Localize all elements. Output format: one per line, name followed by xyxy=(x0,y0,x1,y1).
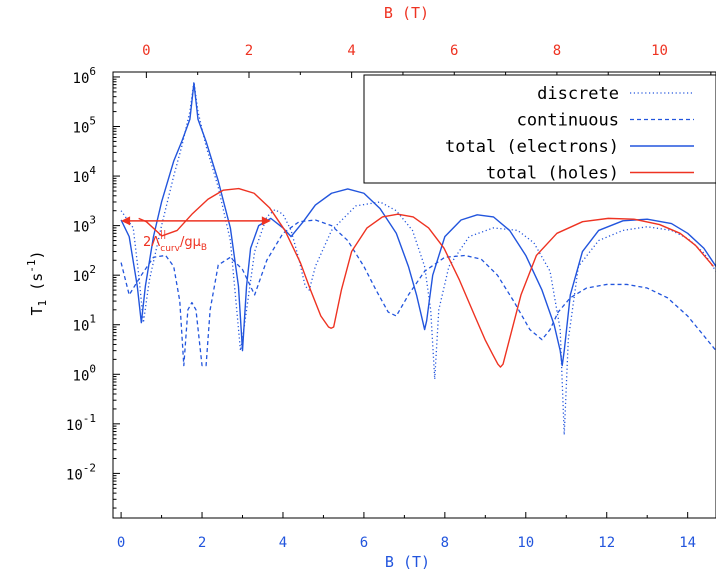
legend-entry-label-3: total (holes) xyxy=(486,164,619,184)
x2-tick-label-4: 8 xyxy=(553,43,561,59)
x-tick-label-1: 2 xyxy=(198,535,206,551)
annotation-arrowhead-left xyxy=(121,216,131,226)
y-axis-label: T1 (s-1) xyxy=(25,250,49,315)
legend-entry-label-1: continuous xyxy=(517,111,619,131)
legend: discrete continuous total (electrons) total… xyxy=(363,74,716,184)
plot-area xyxy=(120,81,716,436)
series-line-2 xyxy=(120,82,716,367)
axes: 0 2 4 6 8 10 12 14 B (T) 0 2 4 6 8 10 B (T) 10-2 10-1 100 1… xyxy=(25,4,716,571)
y-tick-label-6: 104 xyxy=(73,164,97,186)
y-tick-label-5: 103 xyxy=(73,214,96,236)
annotation: 2Λ||curv/gμB xyxy=(121,216,271,254)
x2-tick-label-3: 6 xyxy=(450,43,458,59)
x-axis-label: B (T) xyxy=(385,553,430,571)
legend-entry-label-0: discrete xyxy=(537,84,619,104)
x-tick-label-7: 14 xyxy=(679,535,696,551)
x-tick-label-6: 12 xyxy=(598,535,615,551)
y-tick-label-7: 105 xyxy=(73,115,96,137)
x-tick-label-5: 10 xyxy=(517,535,534,551)
x-tick-label-0: 0 xyxy=(117,535,125,551)
x2-tick-label-5: 10 xyxy=(651,43,668,59)
annotation-arrowhead-right xyxy=(261,216,271,226)
y-tick-label-4: 102 xyxy=(73,263,96,285)
x-tick-label-4: 8 xyxy=(441,535,449,551)
x-tick-label-3: 6 xyxy=(360,535,368,551)
x2-tick-label-0: 0 xyxy=(142,43,150,59)
y-tick-label-8: 106 xyxy=(73,65,96,87)
legend-entry-label-2: total (electrons) xyxy=(445,137,619,157)
y-tick-label-2: 100 xyxy=(73,362,96,384)
annotation-label: 2Λ||curv/gμB xyxy=(143,230,207,254)
y-tick-label-3: 101 xyxy=(73,313,96,335)
series-line-1 xyxy=(120,219,716,367)
x2-tick-label-2: 4 xyxy=(347,43,355,59)
x-tick-label-2: 4 xyxy=(279,535,287,551)
x2-axis-label: B (T) xyxy=(384,4,429,22)
series-line-3 xyxy=(138,187,714,368)
y-tick-label-0: 10-2 xyxy=(66,461,96,483)
x2-tick-label-1: 2 xyxy=(245,43,253,59)
y-tick-label-1: 10-1 xyxy=(66,412,96,434)
